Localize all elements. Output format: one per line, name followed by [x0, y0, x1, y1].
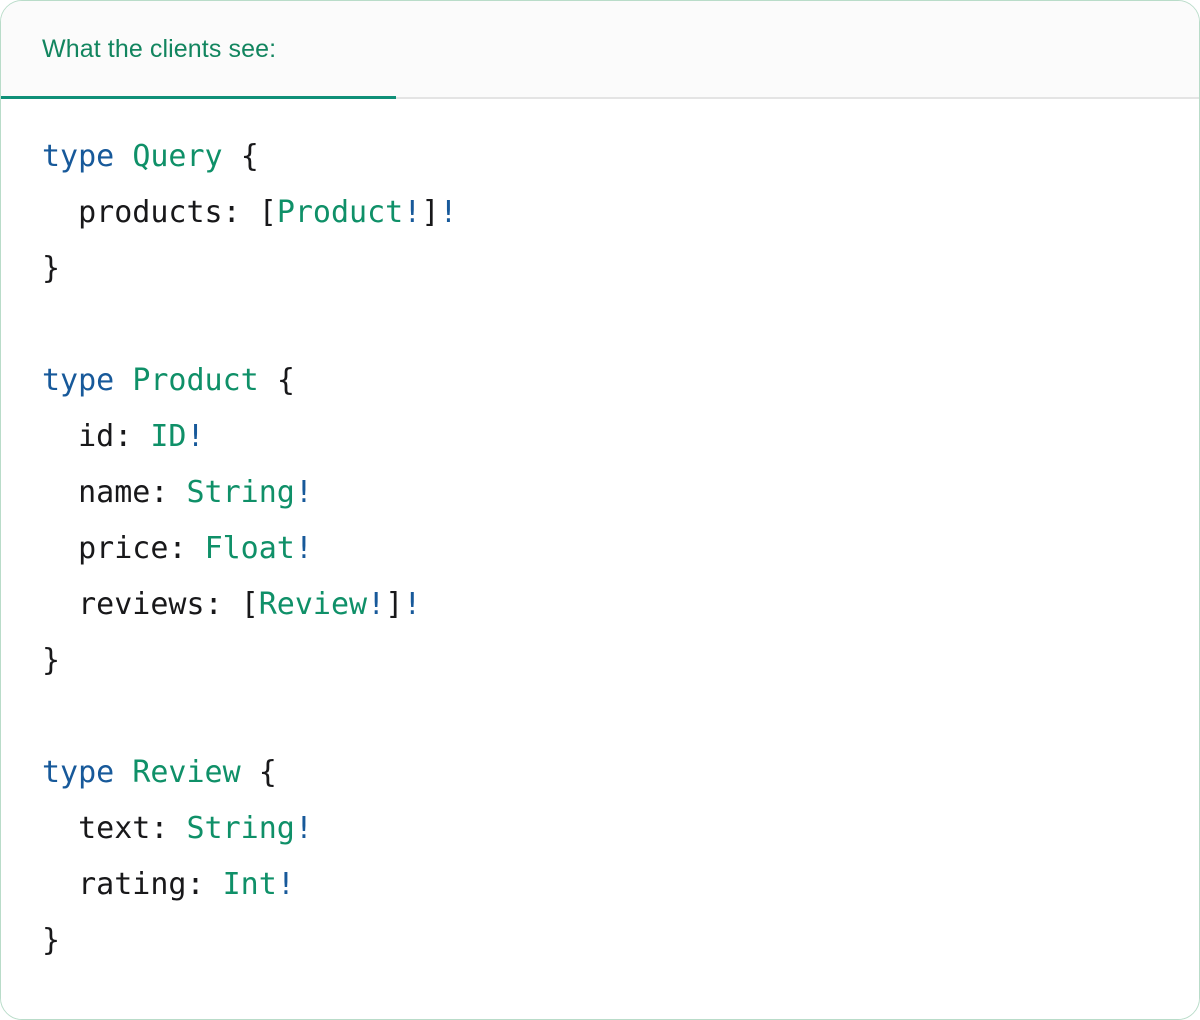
code-line	[42, 297, 1199, 353]
code-token	[114, 363, 132, 398]
code-token: [	[240, 587, 259, 622]
code-token: price	[78, 531, 169, 566]
code-token: Product	[132, 363, 259, 398]
code-token: type	[42, 139, 115, 174]
code-token: type	[42, 755, 115, 790]
code-token: :	[222, 195, 259, 230]
code-line: products: [Product!]!	[42, 185, 1199, 241]
code-line: }	[42, 241, 1199, 297]
code-token: }	[42, 251, 61, 286]
code-token: :	[168, 531, 205, 566]
code-token: [	[258, 195, 277, 230]
code-token: !	[403, 587, 422, 622]
tab-label: What the clients see:	[42, 34, 277, 63]
code-line	[42, 689, 1199, 745]
code-token: products	[78, 195, 223, 230]
code-token	[114, 139, 132, 174]
code-line: name: String!	[42, 465, 1199, 521]
code-token	[42, 867, 78, 902]
code-token	[223, 139, 241, 174]
tab-bar: What the clients see:	[1, 1, 1199, 100]
code-token: !	[439, 195, 458, 230]
code-token: :	[150, 811, 187, 846]
code-line: }	[42, 633, 1199, 689]
code-line: type Query {	[42, 129, 1199, 185]
code-token: rating	[78, 867, 187, 902]
code-token: ]	[421, 195, 440, 230]
code-line: type Product {	[42, 353, 1199, 409]
code-token	[42, 587, 78, 622]
code-panel: type Query { products: [Product!]!} type…	[1, 99, 1199, 1019]
code-token: :	[114, 419, 151, 454]
code-token: Query	[132, 139, 223, 174]
code-token: Review	[258, 587, 368, 622]
code-token: !	[403, 195, 422, 230]
code-token	[42, 531, 78, 566]
code-token: String	[186, 475, 295, 510]
code-line: price: Float!	[42, 521, 1199, 577]
code-token: Product	[276, 195, 404, 230]
code-token: }	[42, 643, 61, 678]
code-token: !	[367, 587, 386, 622]
code-token: Review	[132, 755, 241, 790]
code-token	[259, 363, 277, 398]
code-token: !	[294, 475, 313, 510]
code-line: }	[42, 913, 1199, 969]
code-token: !	[276, 867, 295, 902]
code-token: {	[240, 139, 259, 174]
code-token: id	[78, 419, 115, 454]
code-token: {	[258, 755, 277, 790]
code-token: String	[186, 811, 295, 846]
code-line: id: ID!	[42, 409, 1199, 465]
code-token: Float	[204, 531, 295, 566]
code-token	[114, 755, 132, 790]
code-token: !	[186, 419, 205, 454]
code-token	[42, 419, 78, 454]
code-token: !	[294, 531, 313, 566]
code-token: text	[78, 811, 151, 846]
code-token: :	[186, 867, 223, 902]
code-token: !	[294, 811, 313, 846]
code-token: type	[42, 363, 115, 398]
code-token	[42, 195, 78, 230]
tab-what-the-clients-see[interactable]: What the clients see:	[1, 1, 396, 100]
code-token: :	[150, 475, 187, 510]
code-token: Int	[222, 867, 277, 902]
code-token: }	[42, 923, 61, 958]
code-token: name	[78, 475, 151, 510]
code-token	[42, 811, 78, 846]
code-token: :	[204, 587, 241, 622]
code-token: ]	[385, 587, 404, 622]
code-line: text: String!	[42, 801, 1199, 857]
code-token	[241, 755, 259, 790]
code-line: type Review {	[42, 745, 1199, 801]
code-token: reviews	[78, 587, 205, 622]
code-token: ID	[150, 419, 187, 454]
code-token: {	[276, 363, 295, 398]
code-line: reviews: [Review!]!	[42, 577, 1199, 633]
graphql-schema-code[interactable]: type Query { products: [Product!]!} type…	[1, 129, 1199, 969]
code-line: rating: Int!	[42, 857, 1199, 913]
code-token	[42, 475, 78, 510]
